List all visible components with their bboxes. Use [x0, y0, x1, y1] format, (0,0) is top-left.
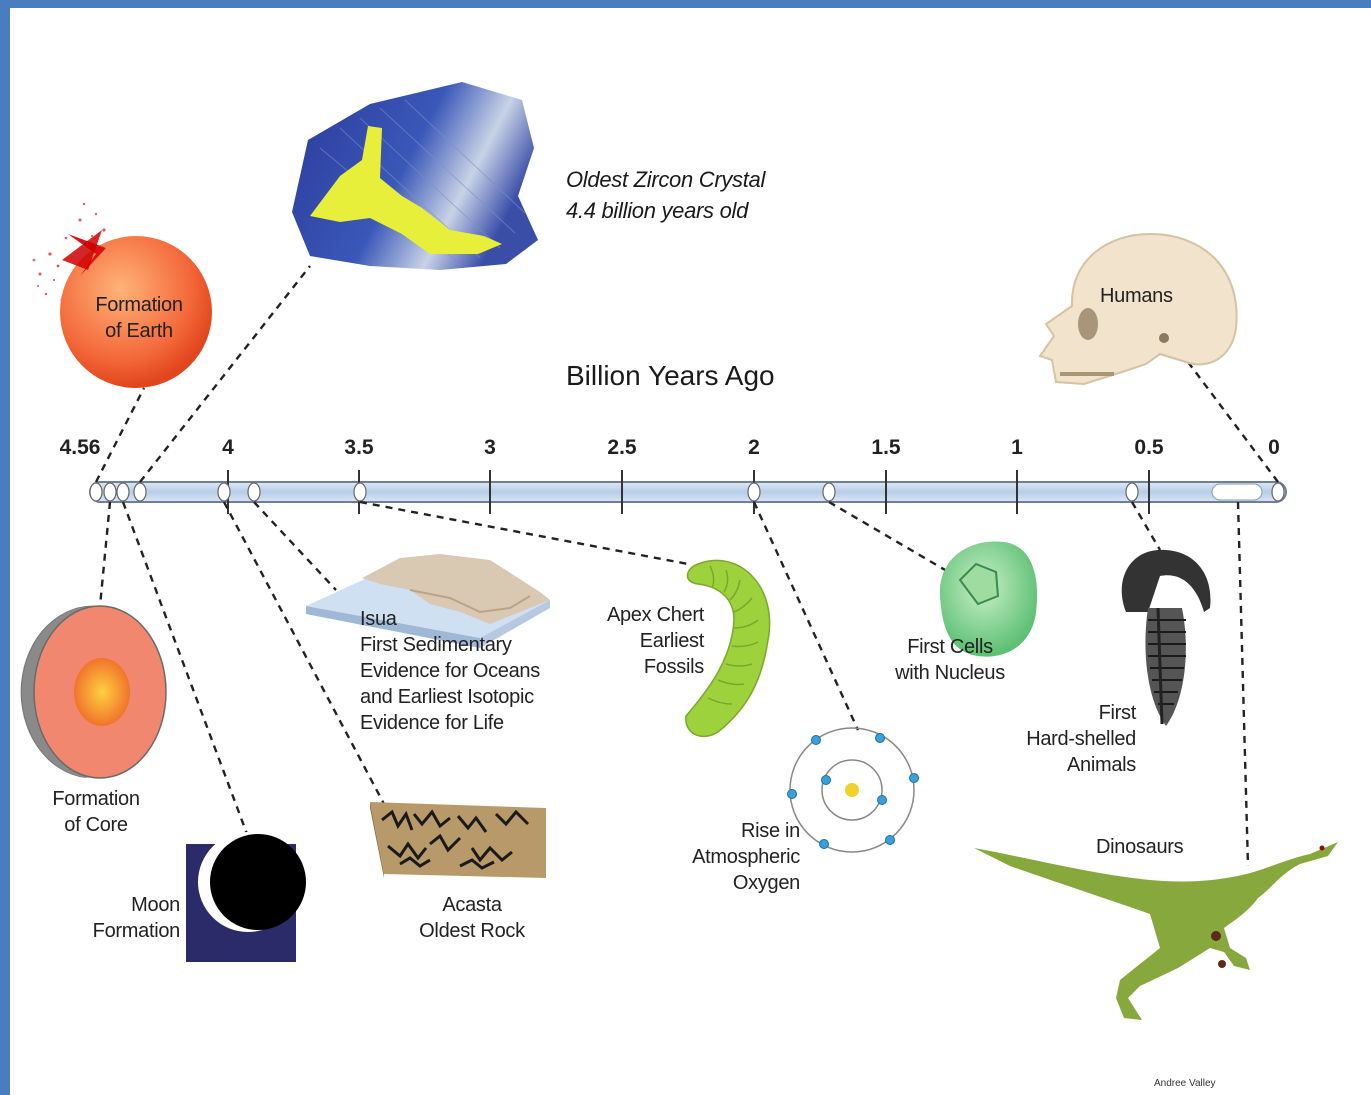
- tick-label: 2: [748, 436, 760, 460]
- tick-label: 3: [484, 436, 496, 460]
- label-formation-of-core: Formation of Core: [36, 786, 156, 838]
- tick-label: 0.5: [1134, 436, 1163, 460]
- moon-illustration: [186, 832, 306, 962]
- acasta-illustration: [370, 802, 546, 878]
- diagram-frame: Billion Years Ago 4.56 4 3.5 3 2.5 2 1.5…: [10, 8, 1371, 1095]
- zircon-crystal-illustration: [292, 82, 538, 270]
- label-isua: Isua First Sedimentary Evidence for Ocea…: [360, 606, 540, 736]
- axis-title: Billion Years Ago: [566, 360, 775, 392]
- image-credit: Andree Valley: [1154, 1078, 1216, 1089]
- label-moon-formation: Moon Formation: [70, 892, 180, 944]
- label-apex-chert: Apex Chert Earliest Fossils: [584, 602, 704, 680]
- label-dinosaurs: Dinosaurs: [1096, 834, 1183, 860]
- tick-label: 3.5: [344, 436, 373, 460]
- label-hard-shelled-animals: First Hard-shelled Animals: [990, 700, 1136, 778]
- skull-illustration: [1040, 234, 1237, 384]
- tick-label: 1: [1011, 436, 1023, 460]
- timeline-bar: [90, 482, 1286, 502]
- dinosaur-illustration: [974, 842, 1338, 1020]
- label-oldest-zircon: Oldest Zircon Crystal 4.4 billion years …: [566, 164, 765, 226]
- label-humans: Humans: [1100, 283, 1173, 309]
- label-rise-in-oxygen: Rise in Atmospheric Oxygen: [666, 818, 800, 896]
- label-formation-of-earth: Formation of Earth: [84, 292, 194, 344]
- tick-label: 4.56: [60, 436, 101, 460]
- tick-label: 1.5: [871, 436, 900, 460]
- tick-label: 2.5: [607, 436, 636, 460]
- core-illustration: [21, 606, 166, 778]
- label-first-cells: First Cells with Nucleus: [880, 634, 1020, 686]
- label-acasta: Acasta Oldest Rock: [402, 892, 542, 944]
- tick-label: 0: [1268, 436, 1280, 460]
- tick-label: 4: [222, 436, 234, 460]
- oxygen-atom-illustration: [788, 728, 919, 852]
